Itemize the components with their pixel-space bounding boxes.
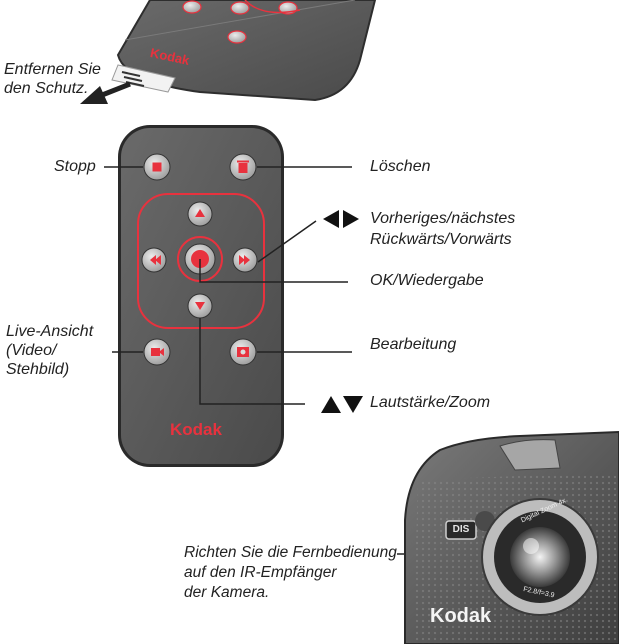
forward-button[interactable] <box>232 247 258 273</box>
up-down-arrows-icon <box>321 396 363 413</box>
camera <box>404 430 619 644</box>
delete-icon <box>237 160 249 173</box>
dis-badge: DIS <box>452 524 470 535</box>
forward-icon <box>239 255 250 265</box>
stop-icon <box>152 162 162 172</box>
live-view-icon <box>151 348 164 356</box>
label-prev-next: Vorheriges/nächstes <box>370 210 516 227</box>
remote-kodak-logo: Kodak <box>170 420 222 439</box>
leader-lines <box>104 166 495 555</box>
live-view-button[interactable] <box>143 338 171 366</box>
edit-icon <box>237 347 249 357</box>
top-remote <box>116 0 377 102</box>
delete-button[interactable] <box>229 153 257 181</box>
label-volume-zoom: Lautstärke/Zoom <box>370 394 491 411</box>
protective-tab <box>111 64 176 93</box>
rewind-icon <box>150 255 161 265</box>
remove-tab-instruction: Entfernen Sie den Schutz. <box>4 61 101 97</box>
label-ok-play: OK/Wiedergabe <box>370 272 484 289</box>
label-live-view: Live-Ansicht (Video/ Stehbild) <box>6 323 94 378</box>
edit-button[interactable] <box>229 338 257 366</box>
up-button[interactable] <box>187 201 213 227</box>
up-arrow-icon <box>195 209 205 217</box>
label-stop: Stopp <box>54 158 96 175</box>
left-right-arrows-icon <box>323 210 359 228</box>
label-edit: Bearbeitung <box>370 336 457 353</box>
stop-button[interactable] <box>143 153 171 181</box>
rewind-button[interactable] <box>141 247 167 273</box>
camera-instruction: Richten Sie die Fernbedienung auf den IR… <box>184 544 397 601</box>
camera-kodak-logo: Kodak <box>430 605 492 627</box>
label-delete: Löschen <box>370 158 431 175</box>
pull-arrow <box>80 81 131 104</box>
label-rewind-forward: Rückwärts/Vorwärts <box>370 231 512 248</box>
down-button[interactable] <box>187 293 213 319</box>
down-arrow-icon <box>195 302 205 310</box>
